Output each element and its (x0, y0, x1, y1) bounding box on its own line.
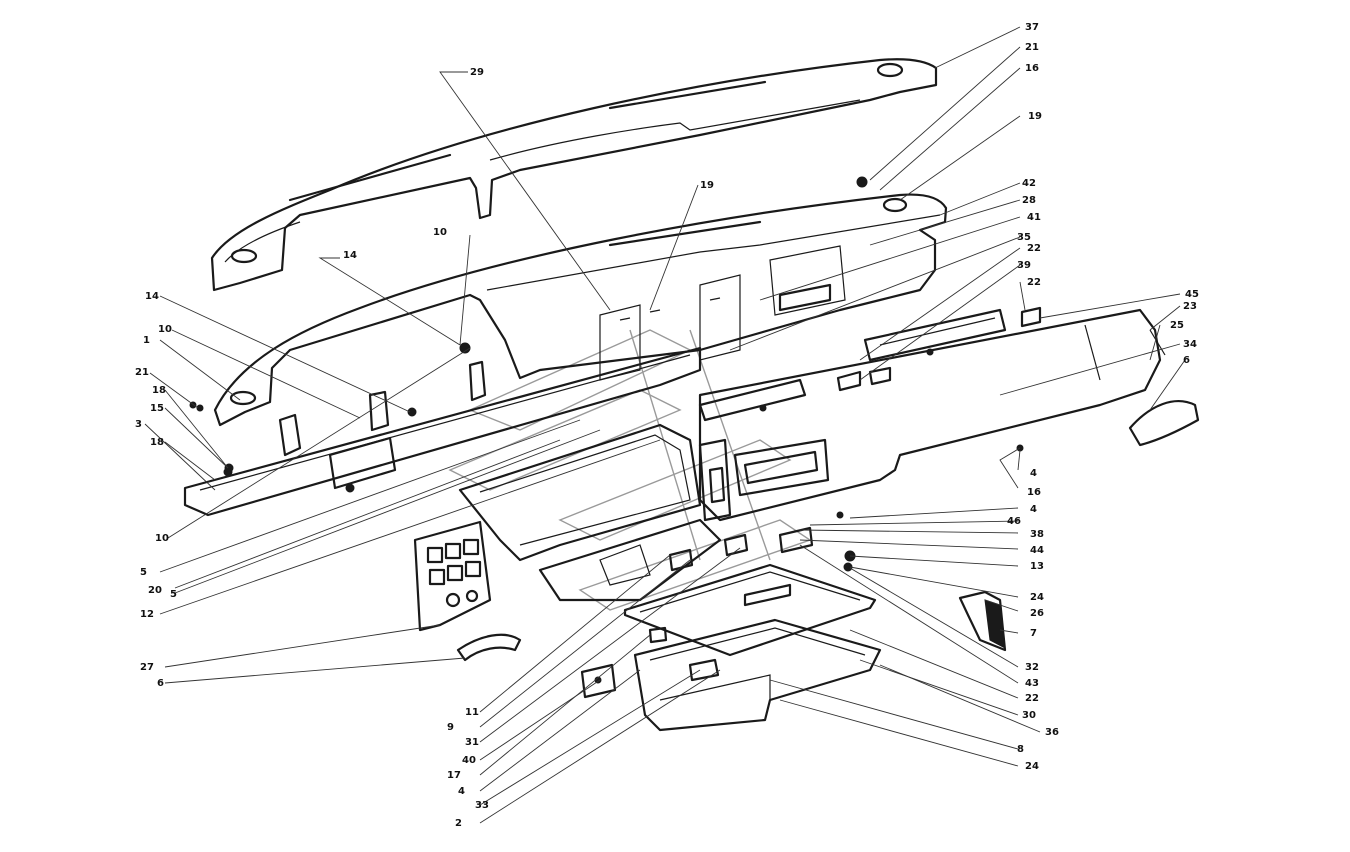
callout-10: 10 (158, 324, 172, 335)
callout-16: 16 (1025, 63, 1039, 74)
callout-31: 31 (465, 737, 479, 748)
callout-12: 12 (140, 609, 154, 620)
callout-34: 34 (1183, 339, 1197, 350)
callout-18: 18 (150, 437, 164, 448)
callout-15: 15 (150, 403, 164, 414)
glove-box-lid (623, 563, 877, 657)
callout-5: 5 (140, 567, 147, 578)
callout-1: 1 (143, 335, 150, 346)
instrument-cluster-frame (458, 423, 732, 562)
callout-43: 43 (1025, 678, 1039, 689)
callout-8: 8 (1017, 744, 1024, 755)
leader-lines (144, 26, 1186, 824)
callout-29: 29 (470, 67, 484, 78)
callout-23: 23 (1183, 301, 1197, 312)
callout-32: 32 (1025, 662, 1039, 673)
callout-40: 40 (462, 755, 476, 766)
switch-panel (413, 520, 492, 632)
dashboard-frame (213, 193, 948, 427)
callout-10: 10 (433, 227, 447, 238)
instrument-panel-body (698, 308, 1166, 522)
callout-33: 33 (475, 800, 489, 811)
callout-2: 2 (455, 818, 462, 829)
callout-38: 38 (1030, 529, 1044, 540)
callout-24: 24 (1030, 592, 1044, 603)
callout-11: 11 (465, 707, 479, 718)
callout-14: 14 (343, 250, 357, 261)
callout-19: 19 (1028, 111, 1042, 122)
callout-4: 4 (458, 786, 465, 797)
callout-37: 37 (1025, 22, 1039, 33)
callout-20: 20 (148, 585, 162, 596)
callout-28: 28 (1022, 195, 1036, 206)
callout-35: 35 (1017, 232, 1031, 243)
callout-14: 14 (145, 291, 159, 302)
callout-9: 9 (447, 722, 454, 733)
grab-handle-right (1128, 400, 1200, 447)
callout-4: 4 (1030, 468, 1037, 479)
callout-21: 21 (135, 367, 149, 378)
dashboard-top-cover (210, 58, 938, 292)
callout-labels: 37 21 16 19 29 19 42 28 41 35 22 39 22 4… (135, 22, 1199, 829)
callout-42: 42 (1022, 178, 1036, 189)
callout-5: 5 (170, 589, 177, 600)
callout-44: 44 (1030, 545, 1044, 556)
dashboard-support-beam (183, 342, 702, 517)
callout-22: 22 (1027, 277, 1041, 288)
callout-19: 19 (700, 180, 714, 191)
center-console (538, 518, 722, 602)
callout-21: 21 (1025, 42, 1039, 53)
callout-6: 6 (1183, 355, 1190, 366)
callout-22: 22 (1027, 243, 1041, 254)
callout-26: 26 (1030, 608, 1044, 619)
callout-6: 6 (157, 678, 164, 689)
callout-39: 39 (1017, 260, 1031, 271)
fasteners (189, 176, 1042, 644)
callout-10: 10 (155, 533, 169, 544)
callout-16: 16 (1027, 487, 1041, 498)
callout-30: 30 (1022, 710, 1036, 721)
glove-box-tray (633, 618, 882, 732)
callout-25: 25 (1170, 320, 1184, 331)
callout-46: 46 (1007, 516, 1021, 527)
callout-3: 3 (135, 419, 142, 430)
callout-36: 36 (1045, 727, 1059, 738)
callout-45: 45 (1185, 289, 1199, 300)
callout-18: 18 (152, 385, 166, 396)
callout-13: 13 (1030, 561, 1044, 572)
air-vent (958, 590, 1007, 652)
callout-7: 7 (1030, 628, 1037, 639)
callout-4: 4 (1030, 504, 1037, 515)
grab-handle-left (456, 633, 522, 662)
callout-27: 27 (140, 662, 154, 673)
callout-24: 24 (1025, 761, 1039, 772)
callout-22: 22 (1025, 693, 1039, 704)
callout-17: 17 (447, 770, 461, 781)
callout-41: 41 (1027, 212, 1041, 223)
